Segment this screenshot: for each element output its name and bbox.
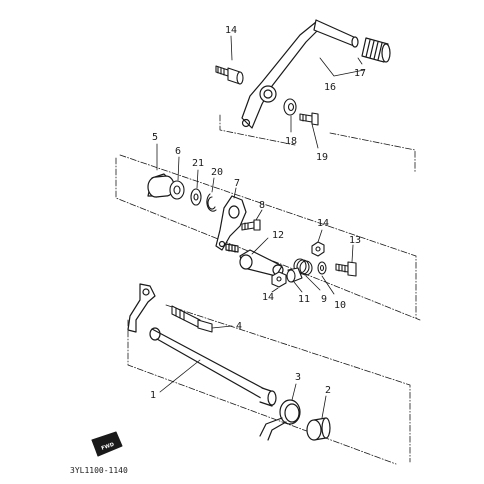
callout-19: 19 (316, 152, 328, 163)
pedal-washer (283, 98, 297, 116)
pedal-pivot-bolt (299, 112, 319, 126)
shift-arm (215, 195, 247, 251)
callout-1: 1 (150, 390, 156, 401)
callout-16: 16 (324, 82, 336, 93)
washer (190, 188, 202, 206)
return-spring (259, 399, 301, 441)
callout-18: 18 (285, 136, 297, 147)
lower-guide-plane (127, 304, 411, 465)
callout-numbers: 14 16 17 18 19 5 6 21 20 7 8 12 14 13 14… (150, 25, 366, 401)
middle-guide-plane (115, 154, 421, 321)
callout-14-upper: 14 (317, 218, 329, 229)
stopper-lever (225, 243, 284, 277)
callout-17: 17 (354, 68, 366, 79)
collar (147, 173, 175, 198)
callout-2: 2 (325, 385, 331, 396)
arm-bolt (241, 219, 261, 231)
drawing-code: 3YL1100-1140 (70, 466, 128, 475)
callout-11: 11 (298, 294, 310, 305)
callout-8: 8 (259, 200, 265, 211)
shift-pedal-rubber (361, 37, 391, 63)
stopper-pin (171, 305, 213, 333)
spring-collar (306, 417, 331, 441)
callout-15: 14 (225, 25, 237, 36)
callout-13: 13 (349, 235, 361, 246)
callout-9: 9 (321, 294, 327, 305)
callout-5: 5 (152, 132, 158, 143)
spring-washer (317, 261, 327, 275)
callout-7: 7 (234, 178, 240, 189)
shift-shaft (127, 283, 277, 407)
oil-seal (169, 180, 185, 200)
upper-guide-plane (219, 114, 416, 173)
pedal-bolt (215, 65, 244, 85)
callout-21: 21 (192, 158, 204, 169)
callout-12: 12 (272, 230, 284, 241)
nut-lower (271, 271, 287, 288)
callout-20: 20 (211, 167, 223, 178)
fwd-badge-label: FWD (101, 442, 115, 452)
callout-14-lower: 14 (262, 292, 274, 303)
callout-10: 10 (334, 300, 346, 311)
fwd-direction-badge (91, 431, 123, 457)
circlip (206, 193, 217, 212)
nut-upper (311, 241, 325, 257)
stopper-collar (286, 267, 303, 283)
shift-pedal (241, 19, 359, 129)
callout-4: 4 (236, 321, 242, 332)
callout-6: 6 (175, 146, 181, 157)
leader-lines (156, 35, 365, 419)
callout-3: 3 (295, 372, 301, 383)
stopper-bolt (335, 261, 357, 277)
